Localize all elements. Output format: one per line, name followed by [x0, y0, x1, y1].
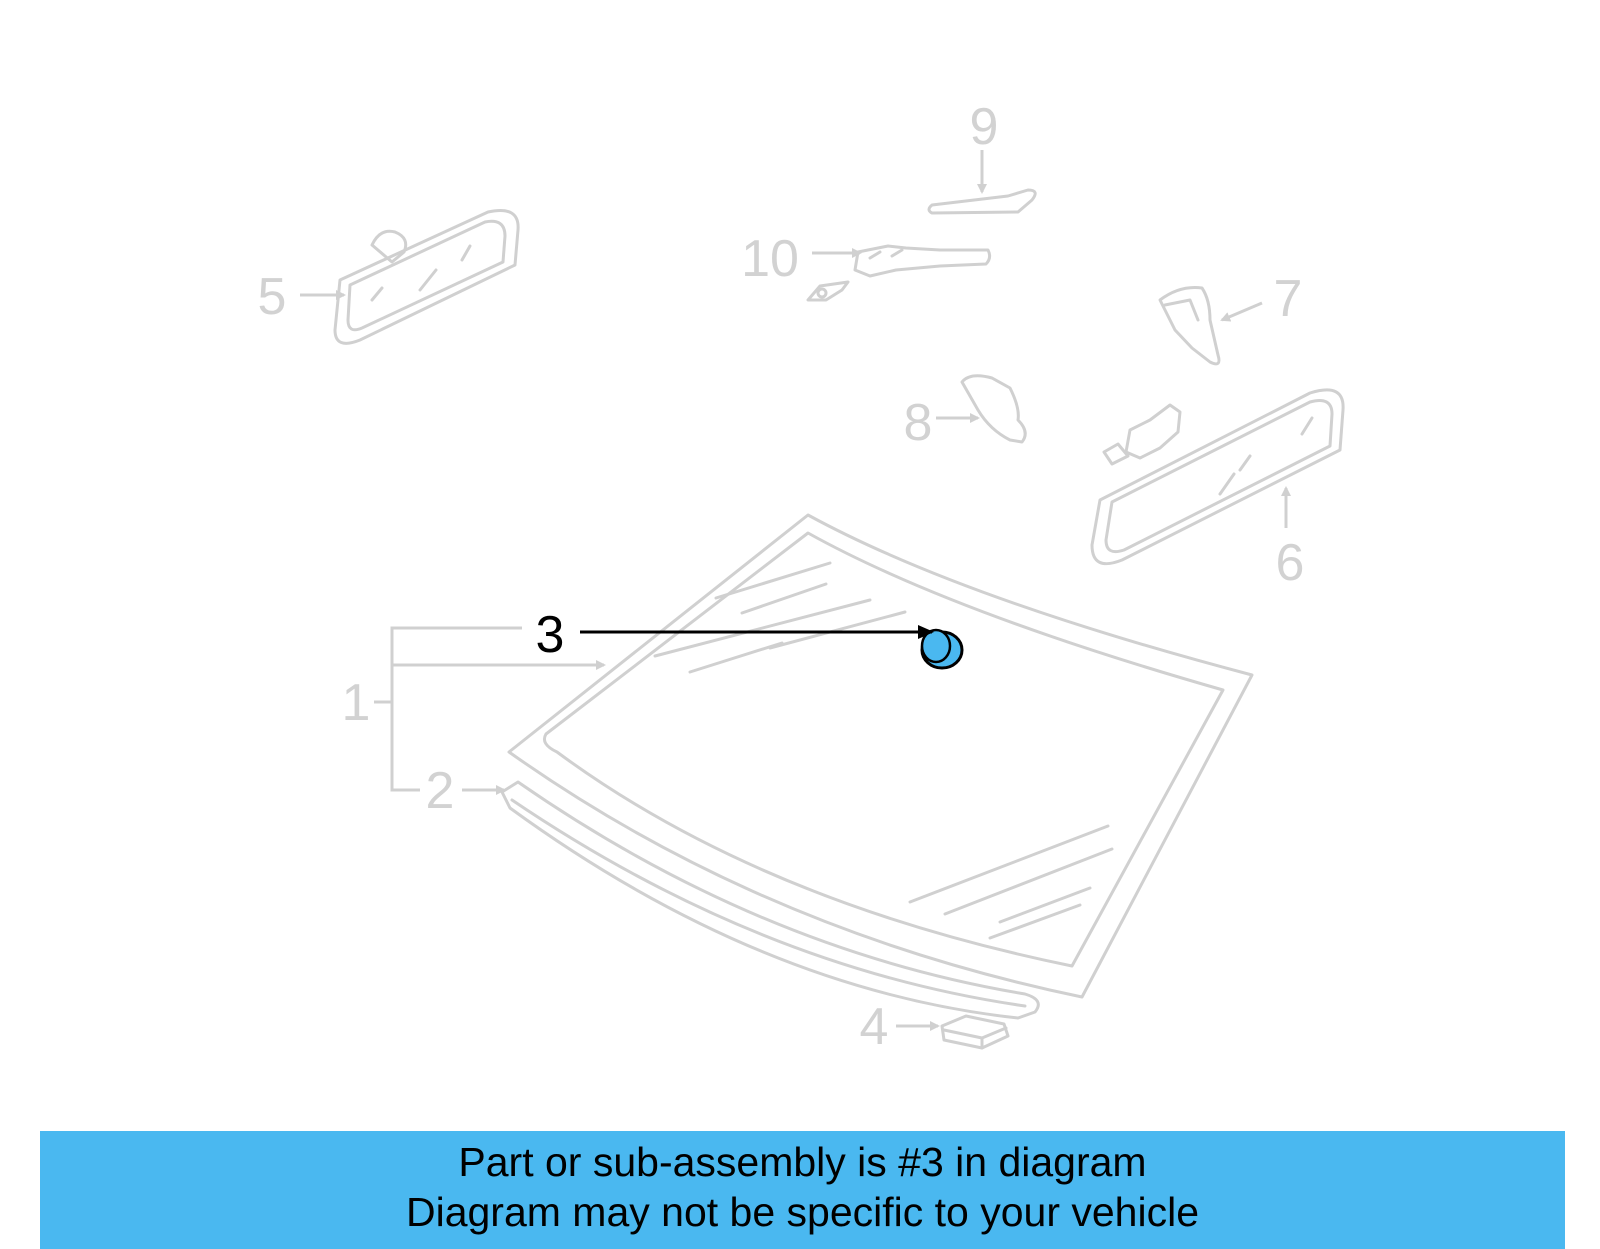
- part-3-clip[interactable]: [920, 628, 964, 670]
- part-6-mirror[interactable]: [1090, 388, 1345, 566]
- callout-8[interactable]: 8: [904, 394, 933, 452]
- banner-line-2: Diagram may not be specific to your vehi…: [405, 1189, 1199, 1235]
- callout-7[interactable]: 7: [1274, 270, 1303, 328]
- leader-7: [1220, 301, 1263, 322]
- part-4-block[interactable]: [940, 1014, 1010, 1050]
- part-8-cover[interactable]: [960, 374, 1027, 444]
- bracket-1: [374, 626, 606, 792]
- callout-1[interactable]: 1: [342, 674, 371, 732]
- part-9-trim[interactable]: [927, 188, 1037, 215]
- callout-5[interactable]: 5: [258, 268, 287, 326]
- callout-4[interactable]: 4: [860, 998, 889, 1056]
- callout-9[interactable]: 9: [970, 98, 999, 156]
- callout-6[interactable]: 6: [1276, 534, 1305, 592]
- callout-2[interactable]: 2: [426, 762, 455, 820]
- part-1-windshield[interactable]: [507, 513, 1254, 999]
- banner-line-1: Part or sub-assembly is #3 in diagram: [458, 1139, 1147, 1185]
- part-5-mirror[interactable]: [333, 209, 520, 345]
- part-10-bracket[interactable]: [806, 244, 992, 302]
- part-2-moulding[interactable]: [500, 780, 1040, 1020]
- part-7-cover[interactable]: [1158, 286, 1221, 366]
- info-banner: Part or sub-assembly is #3 in diagram Di…: [40, 1131, 1565, 1249]
- callout-10[interactable]: 10: [741, 230, 799, 288]
- callout-3[interactable]: 3: [536, 606, 565, 664]
